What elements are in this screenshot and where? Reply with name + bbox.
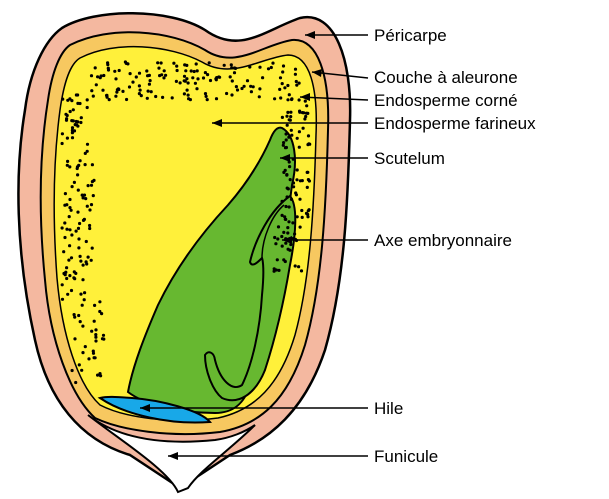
label-corne: Endosperme corné	[374, 91, 518, 110]
label-scutelum: Scutelum	[374, 149, 445, 168]
label-farineux: Endosperme farineux	[374, 114, 536, 133]
label-hile: Hile	[374, 399, 403, 418]
label-axe: Axe embryonnaire	[374, 231, 512, 250]
label-aleurone: Couche à aleurone	[374, 68, 518, 87]
label-funicule: Funicule	[374, 447, 438, 466]
label-pericarpe: Péricarpe	[374, 26, 447, 45]
